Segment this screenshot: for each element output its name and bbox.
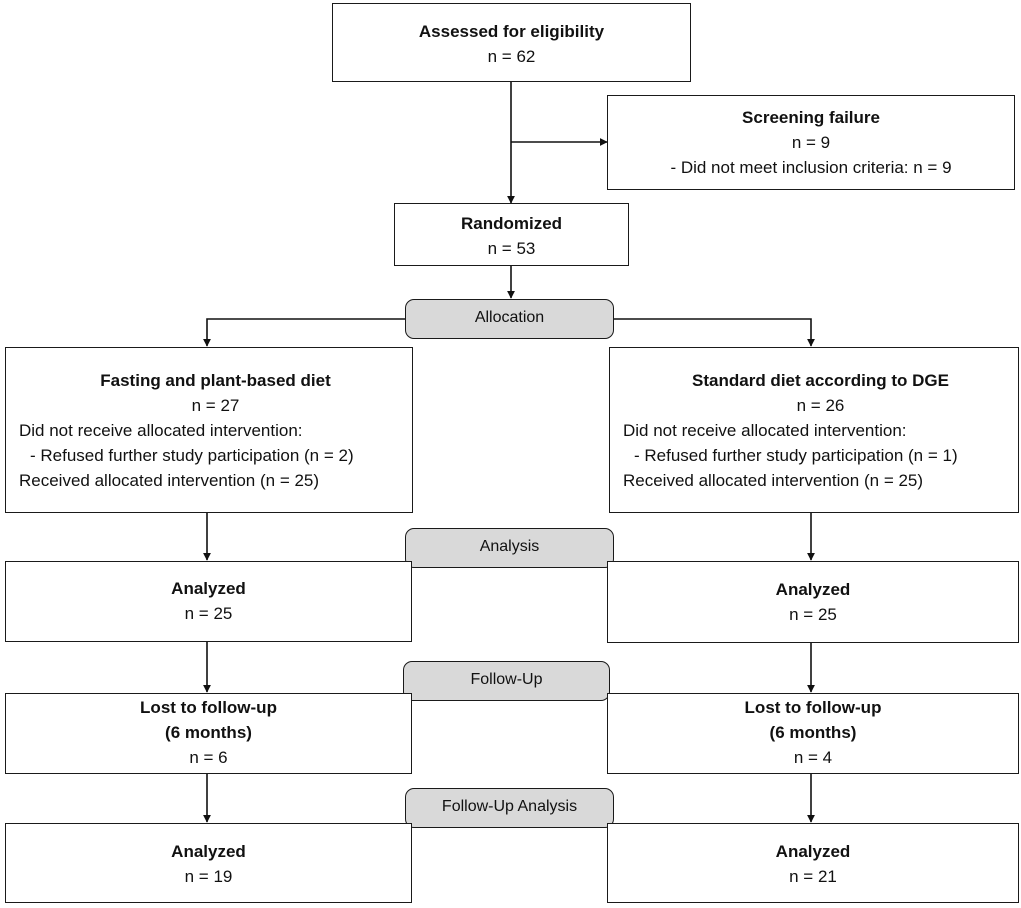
screening-failure-reason: - Did not meet inclusion criteria: n = 9 xyxy=(670,158,952,177)
left-analyzed-count: n = 25 xyxy=(184,604,233,623)
assessed-box: Assessed for eligibility n = 62 xyxy=(332,3,691,82)
left-allocation-count: n = 27 xyxy=(191,396,240,415)
right-allocation-box: Standard diet according to DGE n = 26 Di… xyxy=(609,347,1019,513)
left-analyzed-title: Analyzed xyxy=(171,579,246,598)
right-lost-count: n = 4 xyxy=(793,748,833,767)
right-followup-analyzed-box: Analyzed n = 21 xyxy=(607,823,1019,903)
left-allocation-box: Fasting and plant-based diet n = 27 Did … xyxy=(5,347,413,513)
right-lost-box: Lost to follow-up (6 months) n = 4 xyxy=(607,693,1019,774)
right-allocation-refused: - Refused further study participation (n… xyxy=(634,446,958,465)
right-lost-period: (6 months) xyxy=(769,723,857,742)
left-allocation-not-received: Did not receive allocated intervention: xyxy=(19,421,303,440)
screening-failure-count: n = 9 xyxy=(791,133,831,152)
left-allocation-refused: - Refused further study participation (n… xyxy=(30,446,354,465)
right-followup-analyzed-count: n = 21 xyxy=(789,867,837,886)
right-allocation-count: n = 26 xyxy=(796,396,845,415)
left-allocation-received: Received allocated intervention (n = 25) xyxy=(19,471,320,490)
left-allocation-title: Fasting and plant-based diet xyxy=(100,371,331,390)
phase-followup-label: Follow-Up xyxy=(403,661,610,701)
left-lost-count: n = 6 xyxy=(189,748,228,767)
left-followup-analyzed-count: n = 19 xyxy=(184,867,233,886)
left-lost-title: Lost to follow-up xyxy=(140,698,277,717)
right-allocation-not-received: Did not receive allocated intervention: xyxy=(623,421,907,440)
left-lost-period: (6 months) xyxy=(165,723,252,742)
screening-failure-box: Screening failure n = 9 - Did not meet i… xyxy=(607,95,1015,190)
right-followup-analyzed-title: Analyzed xyxy=(775,842,851,861)
phase-followup-analysis-label: Follow-Up Analysis xyxy=(405,788,614,828)
screening-failure-title: Screening failure xyxy=(742,108,880,127)
right-analyzed-count: n = 25 xyxy=(789,605,837,624)
left-followup-analyzed-box: Analyzed n = 19 xyxy=(5,823,412,903)
phase-analysis-label: Analysis xyxy=(405,528,614,568)
randomized-title: Randomized xyxy=(460,214,563,233)
right-allocation-received: Received allocated intervention (n = 25) xyxy=(623,471,924,490)
assessed-title: Assessed for eligibility xyxy=(418,22,605,41)
randomized-count: n = 53 xyxy=(487,239,536,258)
right-analyzed-title: Analyzed xyxy=(775,580,851,599)
right-allocation-title: Standard diet according to DGE xyxy=(692,371,949,390)
left-analyzed-box: Analyzed n = 25 xyxy=(5,561,412,642)
randomized-box: Randomized n = 53 xyxy=(394,203,629,266)
right-lost-title: Lost to follow-up xyxy=(744,698,882,717)
left-lost-box: Lost to follow-up (6 months) n = 6 xyxy=(5,693,412,774)
arrow-allocation-to-right-arm xyxy=(614,318,815,347)
right-analyzed-box: Analyzed n = 25 xyxy=(607,561,1019,643)
arrow-allocation-to-left-arm xyxy=(203,318,405,347)
phase-allocation-label: Allocation xyxy=(405,299,614,339)
left-followup-analyzed-title: Analyzed xyxy=(171,842,246,861)
assessed-count: n = 62 xyxy=(487,47,536,66)
